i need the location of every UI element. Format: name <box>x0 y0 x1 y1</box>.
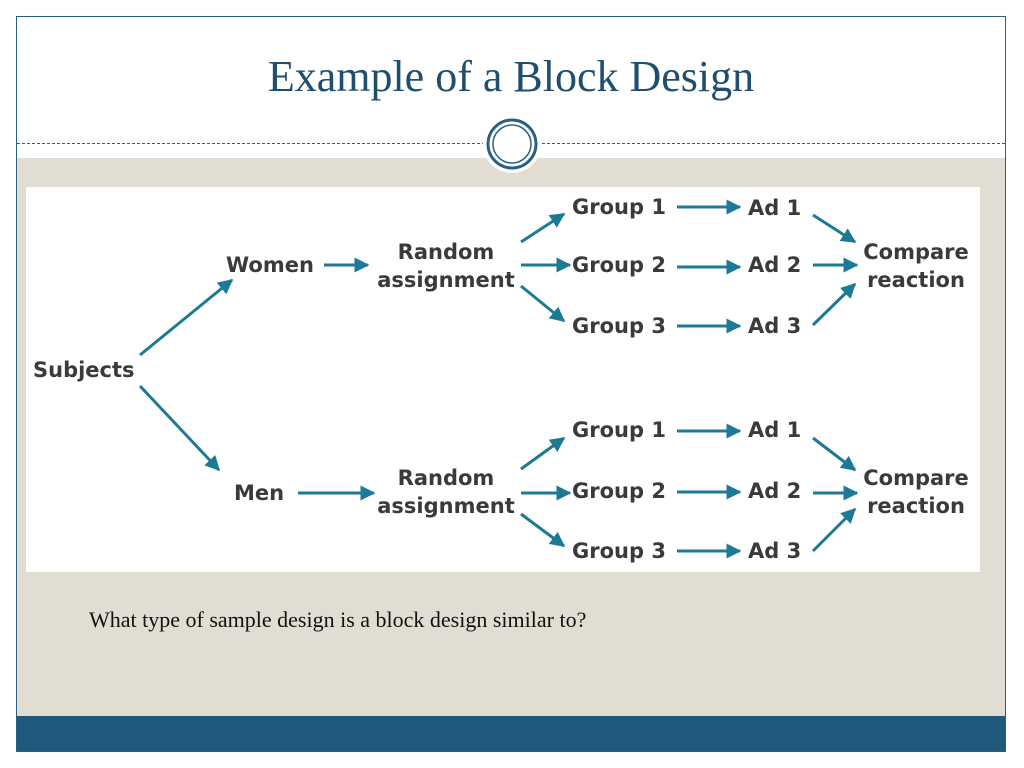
circle-ornament-icon <box>483 115 541 173</box>
node-compare-line1: Compare <box>863 240 969 264</box>
node-random-assignment-line1: Random <box>398 466 495 490</box>
node-group: Group 2 <box>572 479 666 503</box>
node-compare-line2: reaction <box>867 494 965 518</box>
arrow-ad3-to-compare <box>811 507 857 553</box>
node-block-women: Women <box>226 253 314 277</box>
node-ad: Ad 1 <box>748 418 801 442</box>
node-random-assignment-line1: Random <box>398 240 495 264</box>
arrow-subjects-to-men <box>138 384 221 472</box>
block-design-diagram: Subjects Women Random assignment Group 1… <box>26 187 980 572</box>
arrow-assignment-to-group1 <box>520 436 566 471</box>
footer-bar <box>17 716 1005 751</box>
slide-title: Example of a Block Design <box>267 52 755 101</box>
arrow-subjects-to-women <box>139 278 234 357</box>
node-compare-line1: Compare <box>863 466 969 490</box>
arrow-assignment-to-group3 <box>520 512 566 548</box>
arrow-ad1-to-compare <box>812 436 857 472</box>
node-ad: Ad 2 <box>748 253 801 277</box>
arrow-ad3-to-compare <box>811 282 857 327</box>
node-group: Group 2 <box>572 253 666 277</box>
node-random-assignment-line2: assignment <box>377 494 514 518</box>
node-ad: Ad 2 <box>748 479 801 503</box>
node-group: Group 1 <box>572 195 666 219</box>
node-ad: Ad 1 <box>748 196 801 220</box>
node-ad: Ad 3 <box>748 539 801 563</box>
question-text: What type of sample design is a block de… <box>89 607 587 632</box>
node-random-assignment-line2: assignment <box>377 268 514 292</box>
slide: Example of a Block Design <box>16 16 1006 752</box>
node-block-men: Men <box>234 481 284 505</box>
arrow-assignment-to-group3 <box>520 284 566 323</box>
arrow-assignment-to-group1 <box>520 212 566 244</box>
node-ad: Ad 3 <box>748 314 801 338</box>
node-compare-line2: reaction <box>867 268 965 292</box>
diagram-arrows <box>138 199 859 559</box>
node-group: Group 1 <box>572 418 666 442</box>
node-group: Group 3 <box>572 314 666 338</box>
node-subjects: Subjects <box>33 358 135 382</box>
arrow-ad1-to-compare <box>812 213 857 244</box>
node-group: Group 3 <box>572 539 666 563</box>
